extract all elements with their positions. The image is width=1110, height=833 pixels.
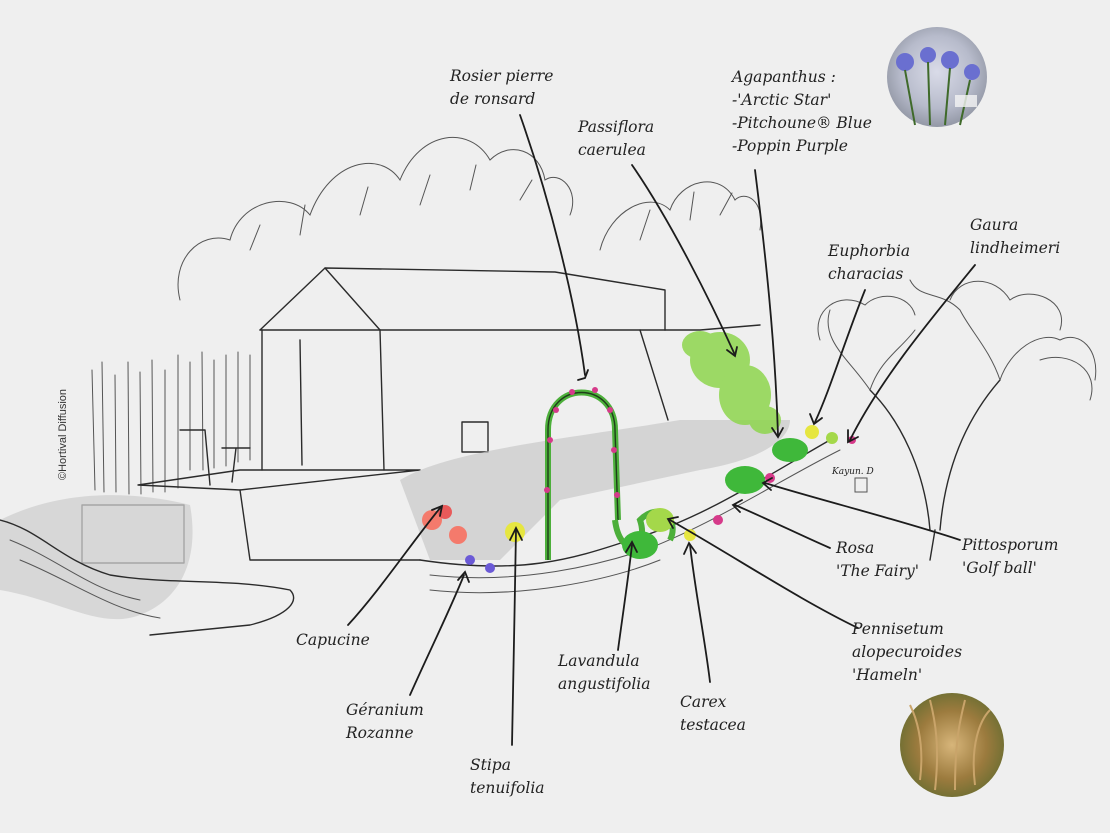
arrow-carex — [689, 544, 711, 683]
label-carex: Carex testacea — [680, 693, 746, 734]
label-passiflora: Passiflora caerulea — [577, 118, 654, 159]
label-stipa: Stipa tenuifolia — [470, 756, 545, 797]
label-line: Gaura — [970, 216, 1018, 234]
label-line: Pittosporum — [961, 536, 1058, 554]
plantings — [422, 425, 856, 573]
label-line: caerulea — [578, 141, 646, 159]
label-line: Géranium — [346, 701, 424, 719]
label-line: angustifolia — [558, 675, 651, 693]
label-line: Euphorbia — [827, 242, 910, 260]
label-line: Stipa — [470, 756, 511, 774]
arrow-stipa — [511, 529, 517, 746]
passiflora-foliage — [682, 331, 781, 434]
label-pennisetum: Pennisetum alopecuroides 'Hameln' — [851, 620, 962, 684]
label-line: Pennisetum — [851, 620, 944, 638]
arrow-rosa — [734, 504, 831, 549]
house — [259, 267, 761, 471]
label-line: Lavandula — [557, 652, 640, 670]
label-lavandula: Lavandula angustifolia — [557, 652, 651, 693]
label-line: Agapanthus : — [730, 68, 836, 86]
arrow-rosier — [519, 114, 586, 376]
label-line: 'The Fairy' — [836, 562, 919, 580]
label-line: 'Hameln' — [852, 666, 922, 684]
label-line: Rosa — [835, 539, 874, 557]
label-line: de ronsard — [450, 90, 535, 108]
label-line: testacea — [680, 716, 746, 734]
leader-arrows — [347, 114, 976, 746]
label-gaura: Gaura lindheimeri — [970, 216, 1060, 257]
arrow-capucine — [347, 507, 441, 626]
agapanthus-photo — [887, 27, 987, 127]
arrow-passiflora — [631, 164, 736, 356]
arrow-pennisetum — [669, 519, 859, 629]
arrow-euphorbia — [814, 289, 866, 423]
label-capucine: Capucine — [296, 631, 370, 649]
label-pittosporum: Pittosporum 'Golf ball' — [961, 536, 1058, 577]
label-euphorbia: Euphorbia characias — [827, 242, 910, 283]
arrow-lavandula — [617, 544, 633, 651]
arrow-pittosporum — [764, 482, 961, 541]
label-line: Capucine — [296, 631, 370, 649]
label-line: -'Arctic Star' — [732, 91, 831, 109]
label-line: lindheimeri — [970, 239, 1060, 257]
pennisetum-photo — [900, 693, 1004, 797]
label-line: -Poppin Purple — [732, 137, 848, 155]
label-line: Rozanne — [345, 724, 414, 742]
label-line: alopecuroides — [852, 643, 962, 661]
bamboo-screen — [91, 351, 251, 495]
arrow-agapanthus — [754, 169, 779, 436]
label-line: characias — [828, 265, 903, 283]
label-line: 'Golf ball' — [962, 559, 1037, 577]
garden-borders — [0, 420, 841, 636]
label-rosier: Rosier pierre de ronsard — [449, 67, 553, 108]
background-trees — [177, 137, 762, 301]
artist-signature: Kayun. D — [831, 467, 874, 493]
label-rosa: Rosa 'The Fairy' — [835, 539, 919, 580]
label-line: Carex — [680, 693, 727, 711]
label-line: Rosier pierre — [449, 67, 553, 85]
label-line: tenuifolia — [470, 779, 545, 797]
label-agapanthus: Agapanthus : -'Arctic Star' -Pitchoune® Bl… — [730, 68, 872, 155]
label-line: Passiflora — [577, 118, 654, 136]
label-line: -Pitchoune® Blue — [732, 114, 872, 132]
signature-text: Kayun. D — [831, 467, 874, 477]
credit-text: ©Hortival Diffusion — [57, 389, 69, 480]
plant-labels: Rosier pierre de ronsard Passiflora caerul… — [296, 67, 1060, 797]
arrow-gaura — [849, 264, 976, 441]
right-tree — [817, 279, 1097, 561]
arrow-geranium — [409, 574, 465, 696]
